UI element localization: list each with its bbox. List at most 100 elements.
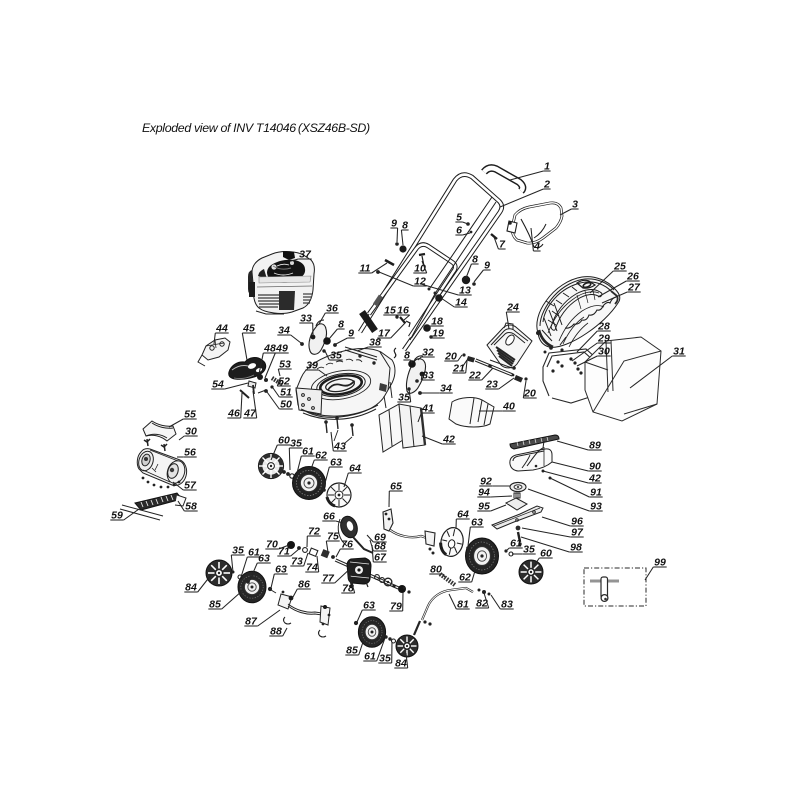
svg-text:35: 35 bbox=[330, 350, 342, 362]
svg-text:38: 38 bbox=[369, 337, 381, 349]
svg-text:69: 69 bbox=[374, 532, 386, 544]
svg-text:7: 7 bbox=[499, 239, 506, 251]
svg-text:31: 31 bbox=[673, 346, 685, 358]
svg-text:37: 37 bbox=[299, 249, 312, 261]
svg-text:83: 83 bbox=[501, 599, 513, 611]
svg-text:78: 78 bbox=[342, 583, 354, 595]
svg-text:27: 27 bbox=[627, 282, 641, 294]
svg-text:68: 68 bbox=[374, 541, 386, 553]
svg-text:43: 43 bbox=[333, 441, 346, 453]
svg-text:77: 77 bbox=[322, 573, 335, 585]
svg-text:64: 64 bbox=[349, 463, 361, 475]
svg-text:16: 16 bbox=[397, 305, 409, 317]
svg-text:48: 48 bbox=[263, 343, 276, 355]
svg-text:89: 89 bbox=[589, 440, 601, 452]
svg-text:70: 70 bbox=[266, 539, 278, 551]
svg-text:53: 53 bbox=[279, 359, 291, 371]
svg-text:66: 66 bbox=[323, 511, 335, 523]
svg-text:82: 82 bbox=[476, 598, 488, 610]
svg-text:10: 10 bbox=[414, 263, 426, 275]
svg-text:9: 9 bbox=[484, 260, 490, 272]
svg-text:86: 86 bbox=[298, 579, 310, 591]
svg-text:63: 63 bbox=[363, 600, 375, 612]
svg-text:97: 97 bbox=[571, 527, 584, 539]
svg-text:Exploded view of INV T14046 (X: Exploded view of INV T14046 (XSZ46B-SD) bbox=[142, 121, 370, 135]
svg-text:44: 44 bbox=[215, 323, 228, 335]
svg-text:23: 23 bbox=[485, 379, 498, 391]
svg-text:74: 74 bbox=[306, 562, 318, 574]
svg-text:9: 9 bbox=[391, 218, 397, 230]
svg-text:6: 6 bbox=[456, 225, 462, 237]
svg-text:32: 32 bbox=[422, 347, 434, 359]
svg-text:30: 30 bbox=[598, 346, 610, 358]
svg-text:95: 95 bbox=[478, 501, 490, 513]
svg-text:14: 14 bbox=[455, 297, 467, 309]
svg-text:33: 33 bbox=[300, 313, 312, 325]
svg-text:58: 58 bbox=[185, 501, 197, 513]
svg-text:88: 88 bbox=[270, 626, 282, 638]
svg-text:56: 56 bbox=[184, 447, 196, 459]
svg-text:91: 91 bbox=[590, 487, 602, 499]
svg-text:61: 61 bbox=[510, 538, 522, 550]
svg-text:34: 34 bbox=[278, 325, 290, 337]
svg-text:13: 13 bbox=[459, 285, 471, 297]
svg-text:62: 62 bbox=[315, 450, 327, 462]
svg-text:51: 51 bbox=[280, 387, 292, 399]
svg-text:98: 98 bbox=[570, 542, 582, 554]
svg-text:40: 40 bbox=[502, 401, 515, 413]
svg-text:28: 28 bbox=[597, 321, 610, 333]
svg-text:73: 73 bbox=[291, 556, 303, 568]
svg-text:42: 42 bbox=[588, 473, 601, 485]
svg-text:99: 99 bbox=[654, 557, 666, 569]
svg-text:12: 12 bbox=[414, 276, 426, 288]
svg-text:71: 71 bbox=[278, 546, 290, 558]
svg-text:59: 59 bbox=[111, 510, 123, 522]
svg-text:35: 35 bbox=[379, 653, 391, 665]
svg-text:54: 54 bbox=[212, 379, 224, 391]
svg-text:19: 19 bbox=[432, 328, 444, 340]
svg-text:93: 93 bbox=[590, 501, 602, 513]
svg-text:94: 94 bbox=[478, 487, 490, 499]
svg-text:79: 79 bbox=[390, 601, 402, 613]
svg-text:63: 63 bbox=[258, 553, 270, 565]
svg-text:34: 34 bbox=[440, 383, 452, 395]
svg-text:22: 22 bbox=[468, 370, 481, 382]
svg-text:61: 61 bbox=[248, 547, 260, 559]
svg-text:17: 17 bbox=[378, 328, 391, 340]
svg-text:18: 18 bbox=[431, 316, 443, 328]
svg-text:60: 60 bbox=[278, 435, 290, 447]
svg-text:84: 84 bbox=[395, 658, 407, 670]
svg-text:20: 20 bbox=[523, 388, 536, 400]
svg-text:39: 39 bbox=[306, 360, 318, 372]
svg-text:35: 35 bbox=[523, 544, 535, 556]
svg-text:45: 45 bbox=[242, 323, 255, 335]
svg-text:2: 2 bbox=[543, 179, 550, 191]
svg-text:35: 35 bbox=[290, 438, 302, 450]
svg-text:50: 50 bbox=[280, 399, 292, 411]
svg-text:52: 52 bbox=[278, 376, 290, 388]
svg-text:42: 42 bbox=[442, 434, 455, 446]
svg-text:85: 85 bbox=[346, 645, 358, 657]
svg-text:36: 36 bbox=[326, 303, 338, 315]
svg-text:67: 67 bbox=[374, 552, 387, 564]
svg-text:84: 84 bbox=[185, 582, 197, 594]
svg-text:41: 41 bbox=[421, 403, 434, 415]
svg-text:35: 35 bbox=[398, 392, 410, 404]
svg-text:30: 30 bbox=[185, 426, 197, 438]
svg-text:81: 81 bbox=[457, 599, 469, 611]
svg-text:25: 25 bbox=[613, 261, 626, 273]
svg-text:80: 80 bbox=[430, 564, 442, 576]
svg-text:92: 92 bbox=[480, 476, 492, 488]
svg-text:8: 8 bbox=[404, 350, 410, 362]
svg-text:75: 75 bbox=[327, 531, 339, 543]
svg-text:96: 96 bbox=[571, 516, 583, 528]
svg-text:4: 4 bbox=[533, 241, 540, 253]
svg-text:62: 62 bbox=[459, 572, 471, 584]
svg-text:61: 61 bbox=[364, 651, 376, 663]
svg-text:35: 35 bbox=[232, 545, 244, 557]
svg-text:29: 29 bbox=[597, 333, 610, 345]
svg-text:33: 33 bbox=[422, 370, 434, 382]
svg-text:5: 5 bbox=[456, 212, 462, 224]
svg-text:57: 57 bbox=[184, 480, 197, 492]
svg-text:8: 8 bbox=[472, 254, 478, 266]
